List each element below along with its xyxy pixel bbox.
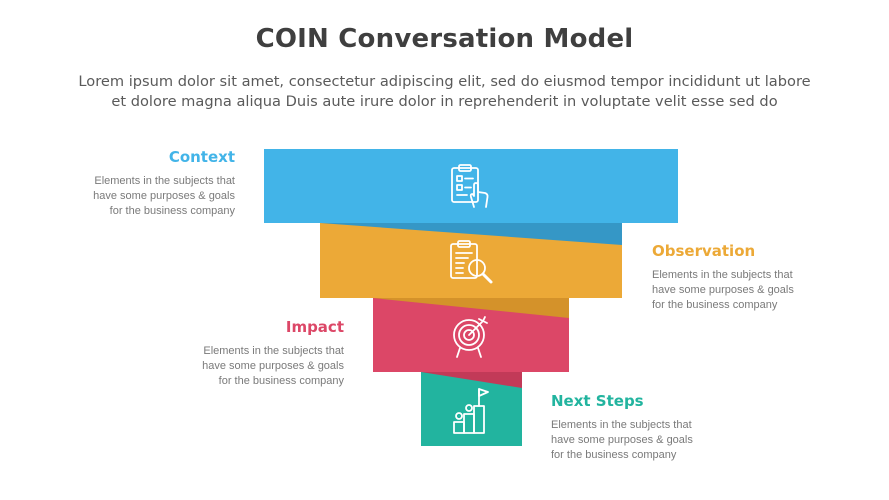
desc-context: Elements in the subjects that have some … [93,175,235,217]
fold-shadow [421,372,522,388]
subtitle: Lorem ipsum dolor sit amet, consectetur … [30,72,859,112]
funnel-bar-context [264,149,678,223]
clipboard-hand-icon [451,164,489,208]
desc-next-steps: Elements in the subjects that have some … [551,419,693,461]
label-next-steps: Next Steps [551,392,644,410]
subtitle-line-2: et dolore magna aliqua Duis aute irure d… [111,93,778,110]
funnel-bar-observation [320,223,622,298]
desc-impact: Elements in the subjects that have some … [202,345,344,387]
desc-observation: Elements in the subjects that have some … [652,269,794,311]
label-observation: Observation [652,242,756,260]
label-context: Context [168,148,235,166]
subtitle-line-1: Lorem ipsum dolor sit amet, consectetur … [78,73,811,90]
page-title: COIN Conversation Model [255,24,634,54]
steps-flag-icon [453,388,489,434]
fold-shadow [320,223,622,245]
funnel-bar-impact [373,298,569,372]
fold-shadow [373,298,569,318]
clipboard-magnifier-icon [450,240,493,284]
label-impact: Impact [285,318,344,336]
funnel-bar-next-steps [421,372,522,446]
target-icon [453,316,488,358]
